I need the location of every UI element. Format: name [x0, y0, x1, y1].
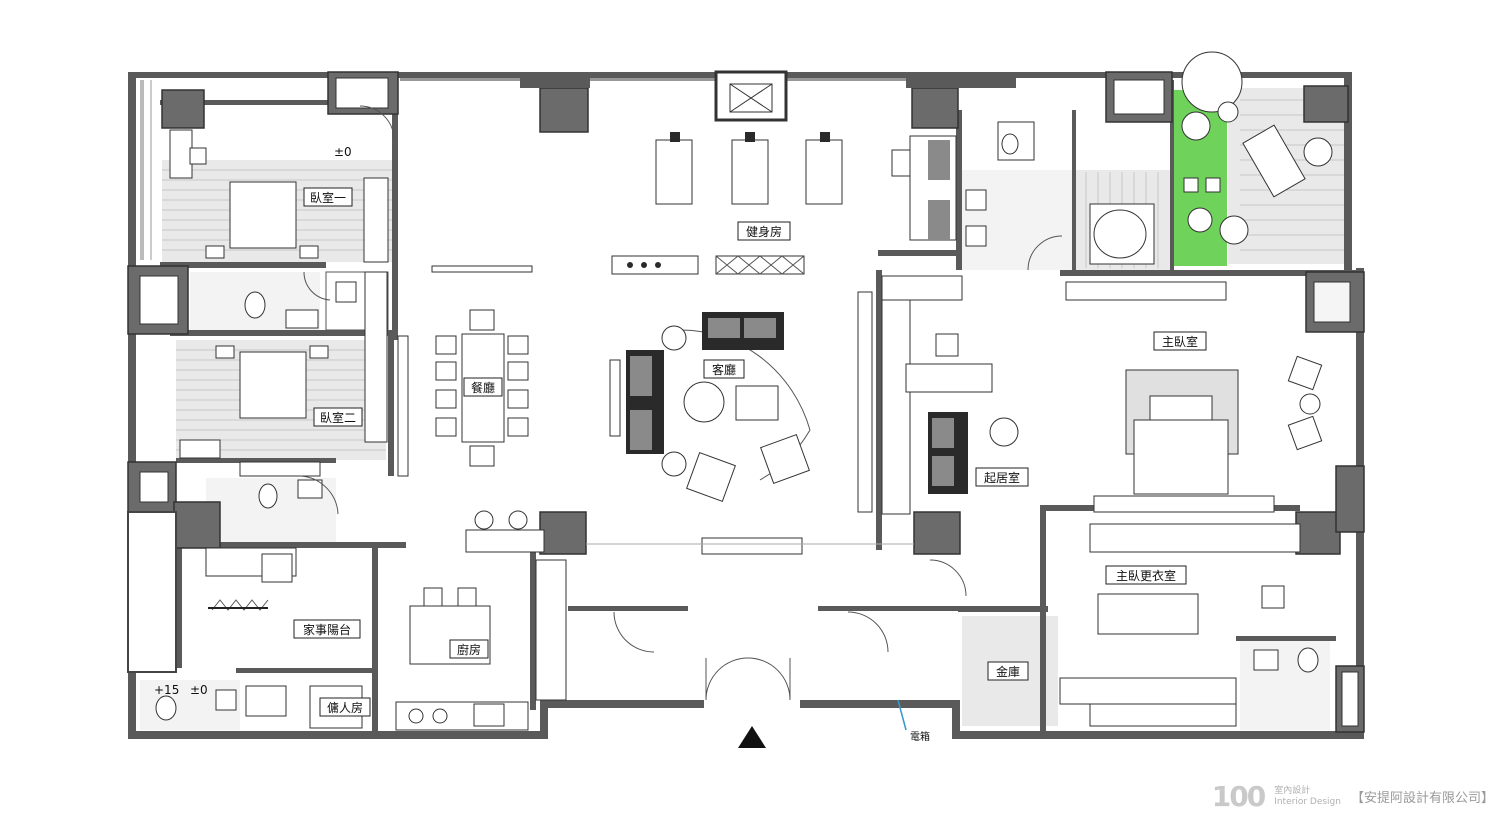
- label-kitchen: 廚房: [449, 639, 489, 659]
- svg-text:臥室一: 臥室一: [310, 190, 346, 205]
- level-mark-bath-a: +15: [154, 683, 179, 697]
- label-family-room: 起居室: [975, 467, 1029, 487]
- bedroom1-furniture: [169, 105, 395, 263]
- label-bedroom2: 臥室二: [313, 407, 363, 427]
- label-dining: 餐廳: [463, 377, 503, 397]
- svg-text:主臥室: 主臥室: [1162, 334, 1198, 349]
- outdoor-deck: [1181, 51, 1333, 245]
- label-master-bedroom: 主臥室: [1153, 331, 1207, 351]
- utility-fixtures: [155, 547, 363, 729]
- toilet-b: [258, 483, 278, 509]
- svg-text:家事陽台: 家事陽台: [303, 622, 351, 637]
- brand-logo-sub-en: Interior Design: [1274, 796, 1341, 807]
- brand-watermark: 100 室內設計 Interior Design 【安提阿設計有限公司】: [1212, 780, 1494, 813]
- structural-columns: [127, 70, 1365, 733]
- label-living: 客廳: [703, 359, 745, 379]
- label-maid-room: 傭人房: [319, 697, 371, 717]
- company-name: 【安提阿設計有限公司】: [1350, 791, 1494, 806]
- svg-text:起居室: 起居室: [984, 470, 1020, 485]
- svg-text:臥室二: 臥室二: [320, 410, 356, 425]
- closet-furniture: [1059, 523, 1319, 727]
- family-room-furniture: [857, 275, 1019, 515]
- brand-logo-sub-cn: 室內設計: [1274, 785, 1311, 796]
- level-mark-bedroom1: ±0: [334, 145, 352, 159]
- bath-a-fixtures: [244, 271, 389, 443]
- label-vault: 金庫: [987, 661, 1029, 681]
- brand-logo-sub: 室內設計 Interior Design: [1274, 786, 1341, 808]
- svg-text:傭人房: 傭人房: [327, 700, 363, 715]
- kitchen-bar: [395, 510, 914, 731]
- bathtub: [1093, 209, 1147, 259]
- label-gym: 健身房: [737, 221, 791, 241]
- svg-text:主臥更衣室: 主臥更衣室: [1116, 568, 1176, 583]
- label-master-closet: 主臥更衣室: [1105, 565, 1187, 585]
- master-bedroom-furniture: [1093, 355, 1323, 513]
- gym-equipment: [431, 132, 957, 275]
- bed-2: [239, 351, 307, 419]
- electrical-box-leader: [897, 699, 907, 731]
- svg-text:餐廳: 餐廳: [471, 380, 495, 395]
- entrance-arrow-icon: [738, 726, 766, 748]
- master-bath-fixtures: [965, 121, 1227, 301]
- bed-1: [229, 181, 297, 249]
- door-swings: [299, 235, 1063, 701]
- toilet-a: [244, 291, 266, 319]
- master-bed: [1133, 419, 1229, 495]
- label-bedroom1: 臥室一: [303, 187, 353, 207]
- bath-b-fixtures: [239, 461, 323, 509]
- svg-text:客廳: 客廳: [712, 362, 736, 377]
- level-mark-bath-b: ±0: [190, 683, 208, 697]
- electrical-box-label: 電箱: [910, 730, 930, 743]
- svg-text:金庫: 金庫: [996, 664, 1020, 679]
- living-set: [609, 312, 811, 502]
- svg-text:健身房: 健身房: [746, 224, 782, 239]
- brand-logo: 100: [1211, 780, 1266, 813]
- label-utility-balcony: 家事陽台: [293, 619, 361, 639]
- bedroom2-furniture: [179, 335, 409, 477]
- svg-text:廚房: 廚房: [457, 642, 481, 657]
